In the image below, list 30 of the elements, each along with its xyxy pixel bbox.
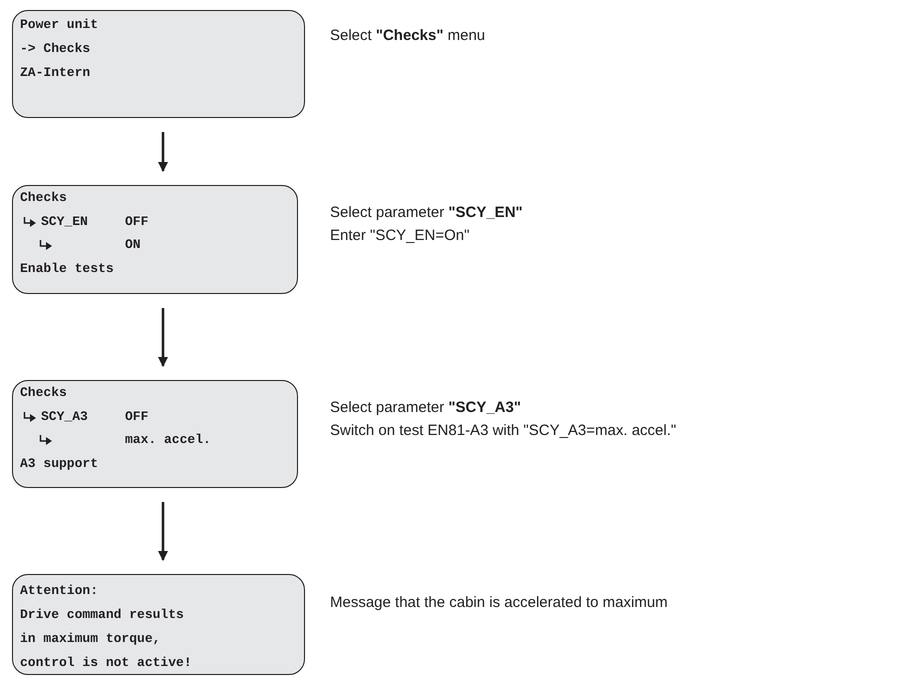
display-text: Power unit — [20, 17, 98, 33]
display-text: in maximum torque, — [20, 631, 160, 647]
display-text: SCY_EN — [41, 214, 88, 230]
display-text: OFF — [125, 409, 148, 425]
display-text: OFF — [125, 214, 148, 230]
display-text: Checks — [20, 190, 67, 206]
display-screen — [12, 380, 298, 488]
display-text: A3 support — [20, 456, 98, 472]
arrow — [158, 308, 168, 367]
display-text: Enable tests — [20, 261, 114, 277]
display-screen — [12, 185, 298, 294]
display-text: control is not active! — [20, 655, 192, 671]
instruction-text: Switch on test EN81-A3 with "SCY_A3=max. accel." — [330, 422, 676, 440]
instruction-text: Select "Checks" menu — [330, 27, 486, 45]
display-screen — [12, 574, 305, 675]
display-text: SCY_A3 — [41, 409, 88, 425]
instruction-text: Message that the cabin is accelerated to maximum — [330, 594, 668, 612]
display-text: Attention: — [20, 583, 98, 599]
arrow — [158, 502, 168, 561]
instruction-text: Enter "SCY_EN=On" — [330, 227, 470, 245]
display-text: max. accel. — [125, 432, 211, 448]
display-text: Drive command results — [20, 607, 184, 623]
display-text: Checks — [20, 385, 67, 401]
display-text: -> Checks — [20, 41, 90, 57]
instruction-text: Select parameter "SCY_EN" — [330, 204, 523, 222]
display-text: ZA-Intern — [20, 65, 90, 81]
display-screen — [12, 10, 305, 118]
instruction-text: Select parameter "SCY_A3" — [330, 399, 521, 417]
arrow — [158, 132, 168, 172]
display-text: ON — [125, 237, 141, 253]
